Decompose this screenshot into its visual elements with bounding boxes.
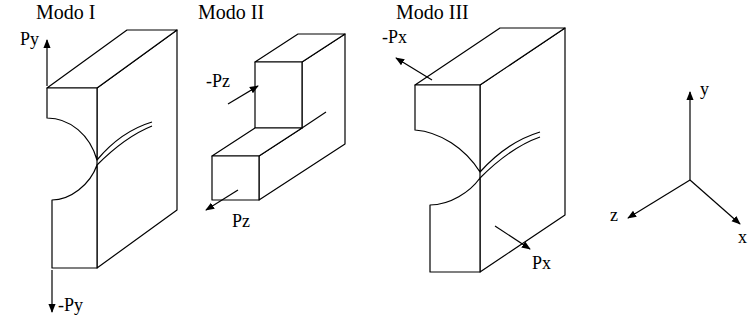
- mode-three-specimen: [396, 28, 565, 272]
- axis-label: z: [610, 206, 618, 224]
- upper-arm-face: [255, 62, 302, 128]
- y-axis: [689, 92, 690, 180]
- top-face: [415, 28, 565, 85]
- force-label: Pz: [232, 212, 250, 230]
- mode-label: Modo III: [396, 2, 469, 22]
- axis-label: x: [738, 228, 747, 246]
- upper-arm-face: [47, 88, 97, 160]
- lower-arm-top: [212, 128, 302, 156]
- mode-two-specimen: [206, 34, 345, 210]
- lower-arm-face: [430, 178, 480, 272]
- z-axis: [628, 180, 690, 218]
- force-arrow: [396, 58, 432, 80]
- force-label: Px: [532, 254, 551, 272]
- force-label: -Px: [382, 28, 407, 46]
- crack-front: [302, 112, 326, 128]
- force-label: -Py: [58, 296, 83, 314]
- axis-triad: [628, 92, 740, 224]
- x-axis: [690, 180, 740, 224]
- axis-label: y: [700, 80, 709, 98]
- force-arrow: [228, 86, 258, 104]
- mode-label: Modo I: [36, 2, 95, 22]
- force-arrow: [46, 40, 47, 86]
- force-arrow: [495, 226, 530, 249]
- mode-label: Modo II: [198, 2, 264, 22]
- lower-arm-face: [212, 156, 259, 200]
- top-face: [47, 30, 177, 88]
- upper-arm-face: [415, 85, 480, 172]
- crack-front: [480, 137, 540, 178]
- force-label: -Pz: [206, 72, 230, 90]
- crack-front: [97, 126, 152, 165]
- force-arrow: [51, 270, 52, 312]
- force-label: Py: [20, 30, 39, 48]
- top-face: [255, 34, 345, 62]
- mode-one-specimen: [47, 30, 177, 312]
- lower-arm-face: [52, 165, 97, 268]
- force-arrow: [206, 190, 238, 210]
